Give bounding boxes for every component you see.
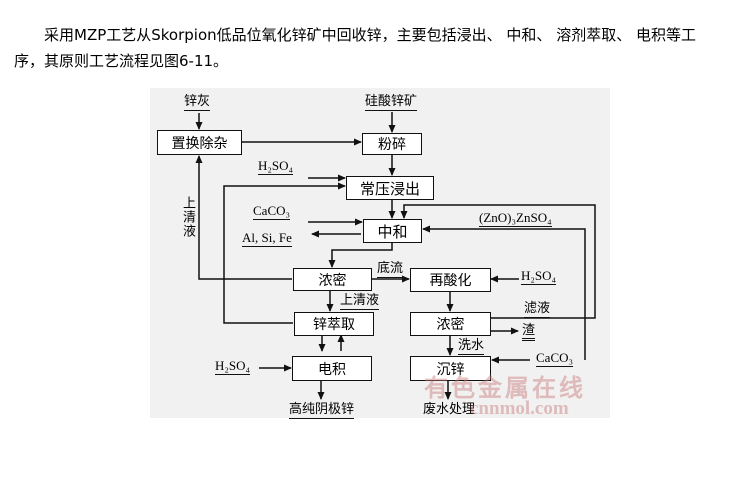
watermark-domain: cnnmol.com [470,398,569,419]
label-zinc-silicate-ore: 硅酸锌矿 [365,94,418,111]
label-supernatant-side: 上清液 [180,196,195,238]
box-neutralize: 中和 [363,219,422,243]
box-crush-label: 粉碎 [378,137,406,153]
box-replace-purify: 置换除杂 [157,130,242,155]
label-h2so4-reacid: H₂SO₄ [521,268,557,285]
box-reacidify: 再酸化 [410,268,491,292]
label-al-si-fe: Al, Si, Fe [242,230,292,247]
label-supernatant: 上清液 [340,293,380,310]
label-filtrate: 滤液 [524,301,551,318]
box-zinc-precip: 沉锌 [410,356,491,381]
label-underflow: 底流 [377,261,404,278]
label-waste-water: 废水处理 [423,402,476,417]
label-caco3-precip: CaCO₃ [536,350,574,367]
box-thicken-2: 浓密 [410,312,491,336]
box-reacidify-label: 再酸化 [429,273,472,289]
box-neutralize-label: 中和 [377,222,408,241]
label-wash-water: 洗水 [458,338,485,355]
box-zinc-precip-label: 沉锌 [436,361,465,378]
label-cathode-zinc: 高纯阴极锌 [289,402,355,419]
label-h2so4-electro: H₂SO₄ [215,358,251,375]
box-replace-purify-label: 置换除杂 [171,135,228,152]
label-znoz-znso4: (ZnO)₃ZnSO₄ [479,210,552,227]
box-thicken-1-label: 浓密 [318,272,347,289]
label-h2so4-leach: H₂SO₄ [258,158,294,175]
label-zinc-ash: 锌灰 [184,94,211,111]
box-thicken-2-label: 浓密 [436,317,465,333]
box-crush: 粉碎 [362,133,422,155]
intro-paragraph: 采用MZP工艺从Skorpion低品位氧化锌矿中回收锌，主要包括浸出、 中和、 … [14,22,714,74]
box-atmos-leach: 常压浸出 [346,176,434,200]
box-electrowin: 电积 [292,356,372,381]
label-slag: 渣 [522,323,536,341]
box-atmos-leach-label: 常压浸出 [359,179,420,198]
watermark-cn: 有色金属在线 [424,374,586,402]
box-zinc-extract: 锌萃取 [294,312,374,336]
box-zinc-extract-label: 锌萃取 [313,317,355,333]
box-electrowin-label: 电积 [318,361,346,378]
label-caco3-neutral: CaCO₃ [253,203,291,220]
box-thicken-1: 浓密 [293,268,372,291]
intro-paragraph-text: 采用MZP工艺从Skorpion低品位氧化锌矿中回收锌，主要包括浸出、 中和、 … [14,26,696,70]
